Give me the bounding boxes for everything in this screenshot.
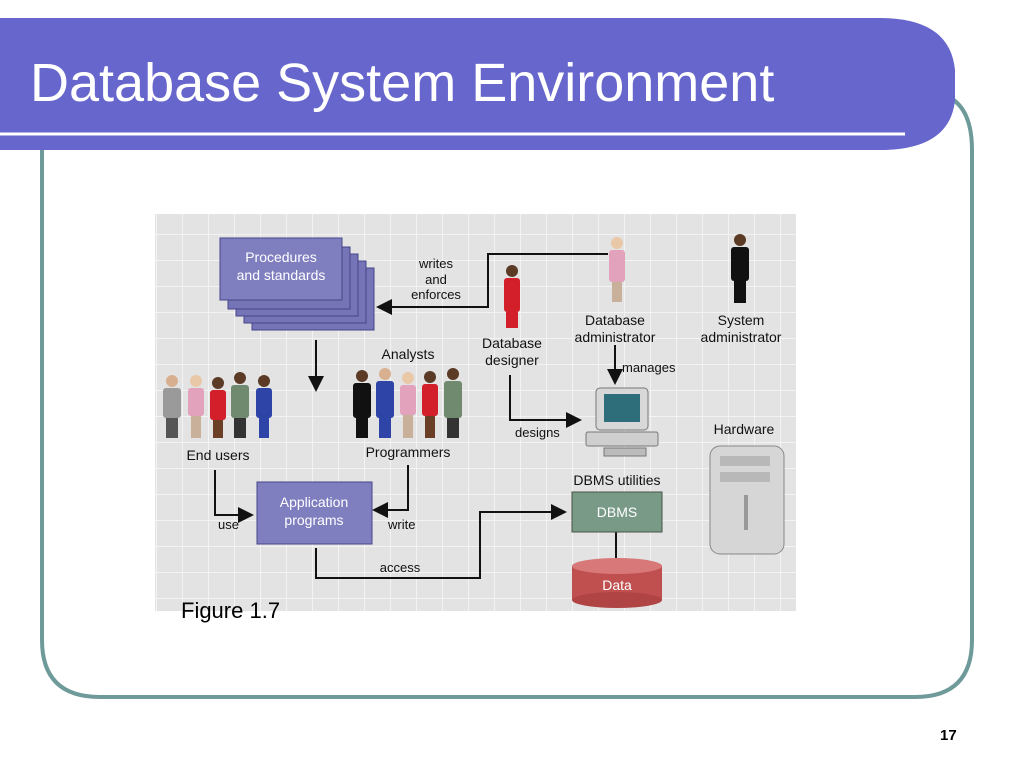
end-users-figures [163, 372, 272, 438]
db-designer-label-2: designer [485, 352, 539, 368]
app-label-1: Application [280, 494, 349, 510]
access-label: access [380, 560, 421, 575]
writes-label-1: writes [418, 256, 453, 271]
page-number: 17 [940, 727, 957, 744]
sys-admin-label-1: System [718, 312, 765, 328]
manages-label: manages [622, 360, 676, 375]
arrow-write [372, 465, 409, 518]
figure-caption: Figure 1.7 [181, 598, 281, 623]
db-admin-label-1: Database [585, 312, 645, 328]
designs-label: designs [515, 425, 560, 440]
db-designer-label-1: Database [482, 335, 542, 351]
writes-label-3: enforces [411, 287, 461, 302]
procedures-label-2: and standards [237, 267, 326, 283]
database-designer-figure [504, 265, 520, 328]
arrow-enforces [376, 253, 608, 315]
database-administrator-figure [609, 237, 625, 302]
dbms-box [571, 491, 663, 533]
sys-admin-label-2: administrator [701, 329, 782, 345]
db-admin-label-2: administrator [575, 329, 656, 345]
analysts-programmers-figures [353, 368, 462, 438]
arrow-access [315, 504, 567, 579]
title-bar [0, 18, 955, 150]
data-label: Data [602, 577, 632, 593]
use-label: use [218, 517, 239, 532]
write-label: write [387, 517, 415, 532]
hardware-tower-icon [709, 445, 785, 555]
system-administrator-figure [731, 234, 749, 303]
database-environment-diagram: Procedures and standards writes and enfo… [155, 214, 796, 611]
dbms-utilities-label: DBMS utilities [573, 472, 660, 488]
arrow-use [214, 470, 254, 523]
writes-label-2: and [425, 272, 447, 287]
procedures-label-1: Procedures [245, 249, 317, 265]
hardware-label: Hardware [714, 421, 775, 437]
arrow-designs [509, 375, 582, 428]
dbms-label: DBMS [597, 504, 637, 520]
end-users-label: End users [186, 447, 249, 463]
application-programs-box [256, 481, 373, 545]
programmers-label: Programmers [366, 444, 451, 460]
computer-icon [585, 387, 659, 457]
app-label-2: programs [284, 512, 343, 528]
slide-frame [40, 90, 974, 699]
slide-title: Database System Environment [30, 53, 775, 113]
data-cylinder [572, 558, 662, 608]
procedures-stack: Procedures and standards [219, 237, 375, 331]
analysts-label: Analysts [382, 346, 435, 362]
